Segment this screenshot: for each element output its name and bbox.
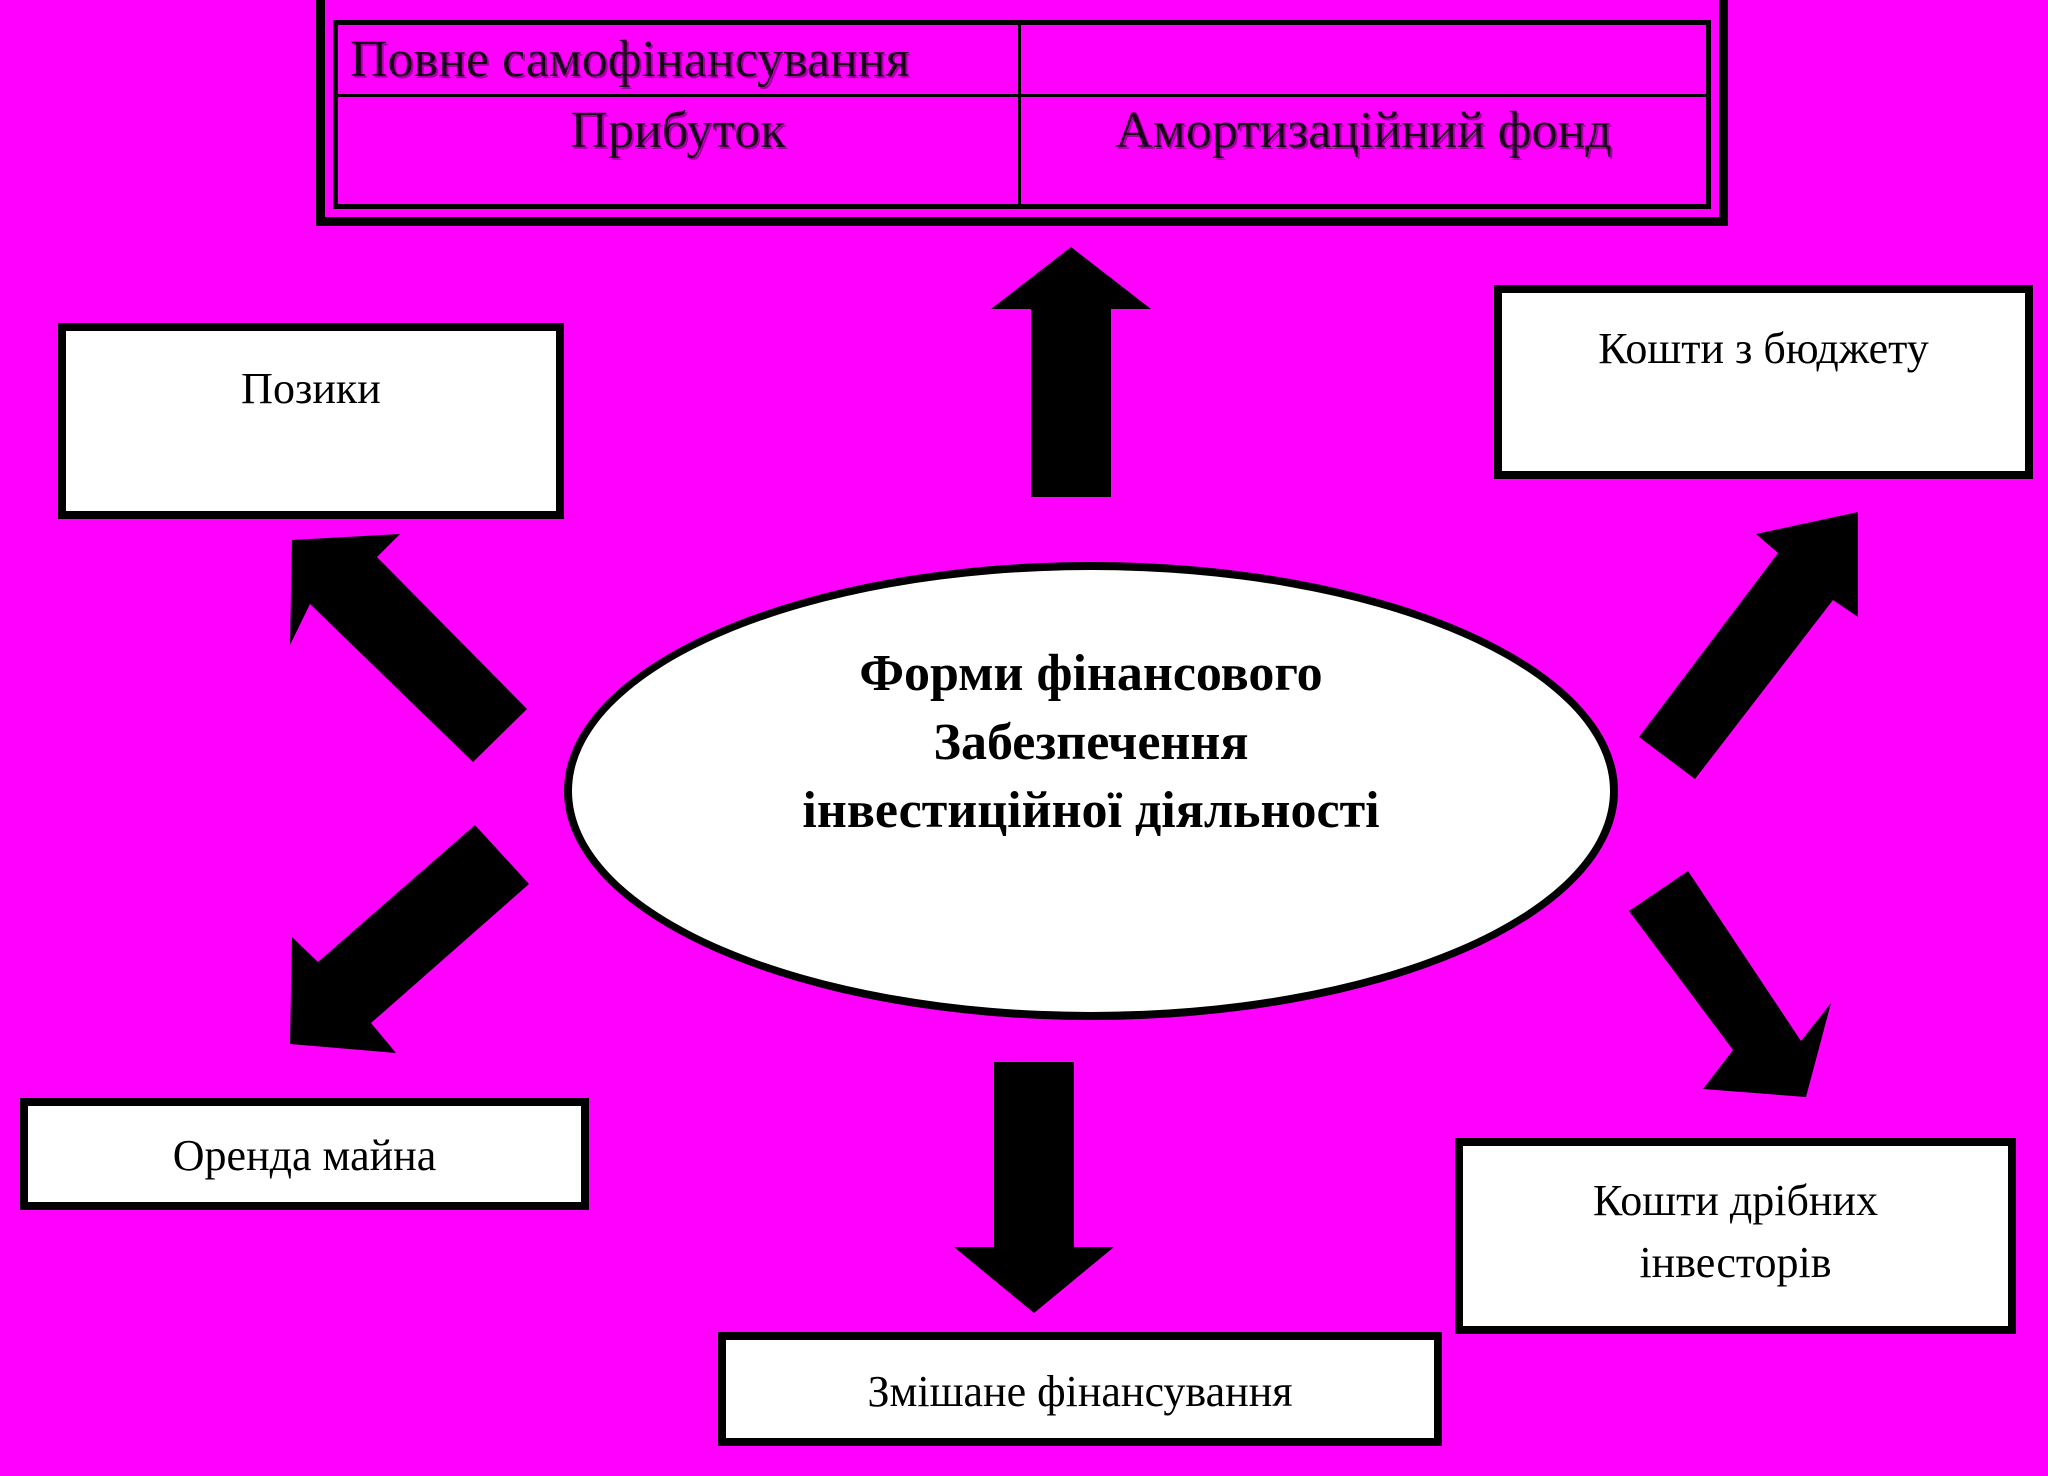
table-header-full-self-financing: Повне самофінансування bbox=[338, 25, 1021, 97]
table-cell-profit: Прибуток bbox=[338, 97, 1021, 204]
self-financing-table-grid: Повне самофінансування Прибуток Амортиза… bbox=[333, 20, 1711, 209]
arrow-down bbox=[954, 1062, 1114, 1313]
budget-funds-box: Кошти з бюджету bbox=[1494, 285, 2033, 479]
loans-box: Позики bbox=[58, 323, 564, 519]
small-investors-label-line2: інвесторів bbox=[1639, 1237, 1832, 1287]
loans-label: Позики bbox=[241, 364, 381, 413]
self-financing-table: Повне самофінансування Прибуток Амортиза… bbox=[316, 0, 1728, 226]
arrow-up bbox=[991, 247, 1151, 497]
mixed-financing-box: Змішане фінансування bbox=[718, 1332, 1442, 1446]
table-header-empty-cell bbox=[1021, 25, 1706, 97]
center-title-line2: Забезпечення bbox=[933, 713, 1249, 771]
mixed-financing-label: Змішане фінансування bbox=[867, 1367, 1293, 1416]
arrow-up-right bbox=[1639, 512, 1858, 779]
small-investors-box: Кошти дрібних інвесторів bbox=[1455, 1138, 2016, 1334]
property-lease-box: Оренда майна bbox=[20, 1098, 589, 1210]
arrow-down-left bbox=[290, 825, 529, 1053]
center-ellipse: Форми фінансового Забезпечення інвестиці… bbox=[564, 562, 1618, 1020]
small-investors-label-line1: Кошти дрібних bbox=[1593, 1176, 1878, 1225]
table-cell-depreciation-fund: Амортизаційний фонд bbox=[1115, 102, 1612, 159]
arrow-up-left bbox=[290, 534, 527, 762]
center-title-line3: інвестиційної діяльності bbox=[802, 782, 1380, 840]
budget-funds-label: Кошти з бюджету bbox=[1598, 324, 1929, 373]
arrow-down-right bbox=[1629, 871, 1831, 1097]
property-lease-label: Оренда майна bbox=[172, 1131, 437, 1180]
center-title-line1: Форми фінансового bbox=[859, 645, 1323, 703]
